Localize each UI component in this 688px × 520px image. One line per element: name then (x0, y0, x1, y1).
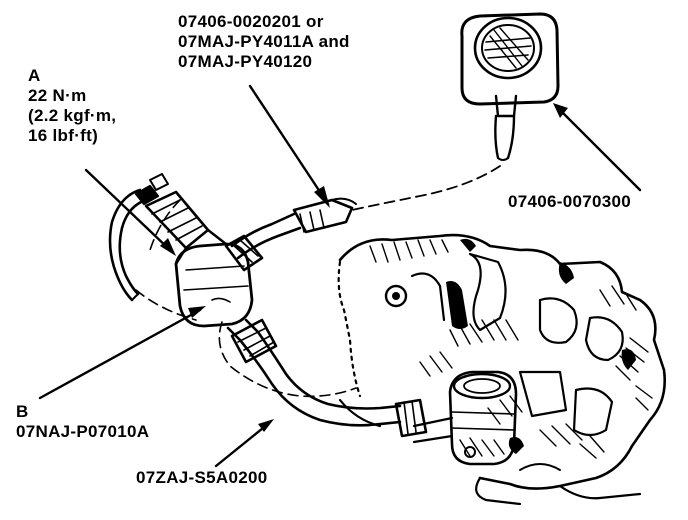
engine-block (337, 233, 666, 490)
tool-top-line-1: 07406-0020201 or (178, 12, 324, 31)
return-line (108, 188, 148, 302)
upper-hose (230, 197, 357, 260)
gauge-part-number: 07406-0070300 (508, 192, 632, 211)
tool-top-line-2: 07MAJ-PY4011A and (178, 32, 350, 51)
engine-lower-detail (338, 398, 642, 506)
pressure-gauge (460, 12, 560, 161)
torque-lbfft: 16 lbf·ft) (28, 126, 99, 145)
callout-b-letter: B (16, 402, 29, 421)
leader-lines (38, 84, 642, 468)
callout-a-letter: A (28, 66, 41, 85)
tool-top-line-3: 07MAJ-PY40120 (178, 52, 313, 71)
tool-top-callout: 07406-0020201 or 07MAJ-PY4011A and 07MAJ… (178, 12, 350, 72)
callout-b: B 07NAJ-P07010A (16, 402, 149, 442)
callout-a: A 22 N·m (2.2 kgf·m, 16 lbf·ft) (28, 66, 116, 146)
gauge-dashed-link (351, 165, 501, 211)
filter-housing (412, 370, 518, 466)
hose-callout: 07ZAJ-S5A0200 (136, 468, 267, 488)
fitting-a (134, 173, 228, 266)
hose-part-number: 07ZAJ-S5A0200 (136, 468, 268, 487)
engine-shading (369, 239, 653, 459)
callout-b-part: 07NAJ-P07010A (16, 422, 150, 441)
leader-arrowheads (160, 103, 568, 432)
torque-nm: 22 N·m (28, 86, 87, 105)
lower-hose (226, 318, 428, 438)
elbow-nut (224, 234, 264, 272)
adapter-b (174, 242, 254, 328)
torque-kgfm: (2.2 kgf·m, (28, 106, 117, 125)
gauge-callout: 07406-0070300 (508, 192, 631, 212)
engine-dark-fill (446, 238, 636, 454)
phantom-outline (135, 199, 357, 398)
